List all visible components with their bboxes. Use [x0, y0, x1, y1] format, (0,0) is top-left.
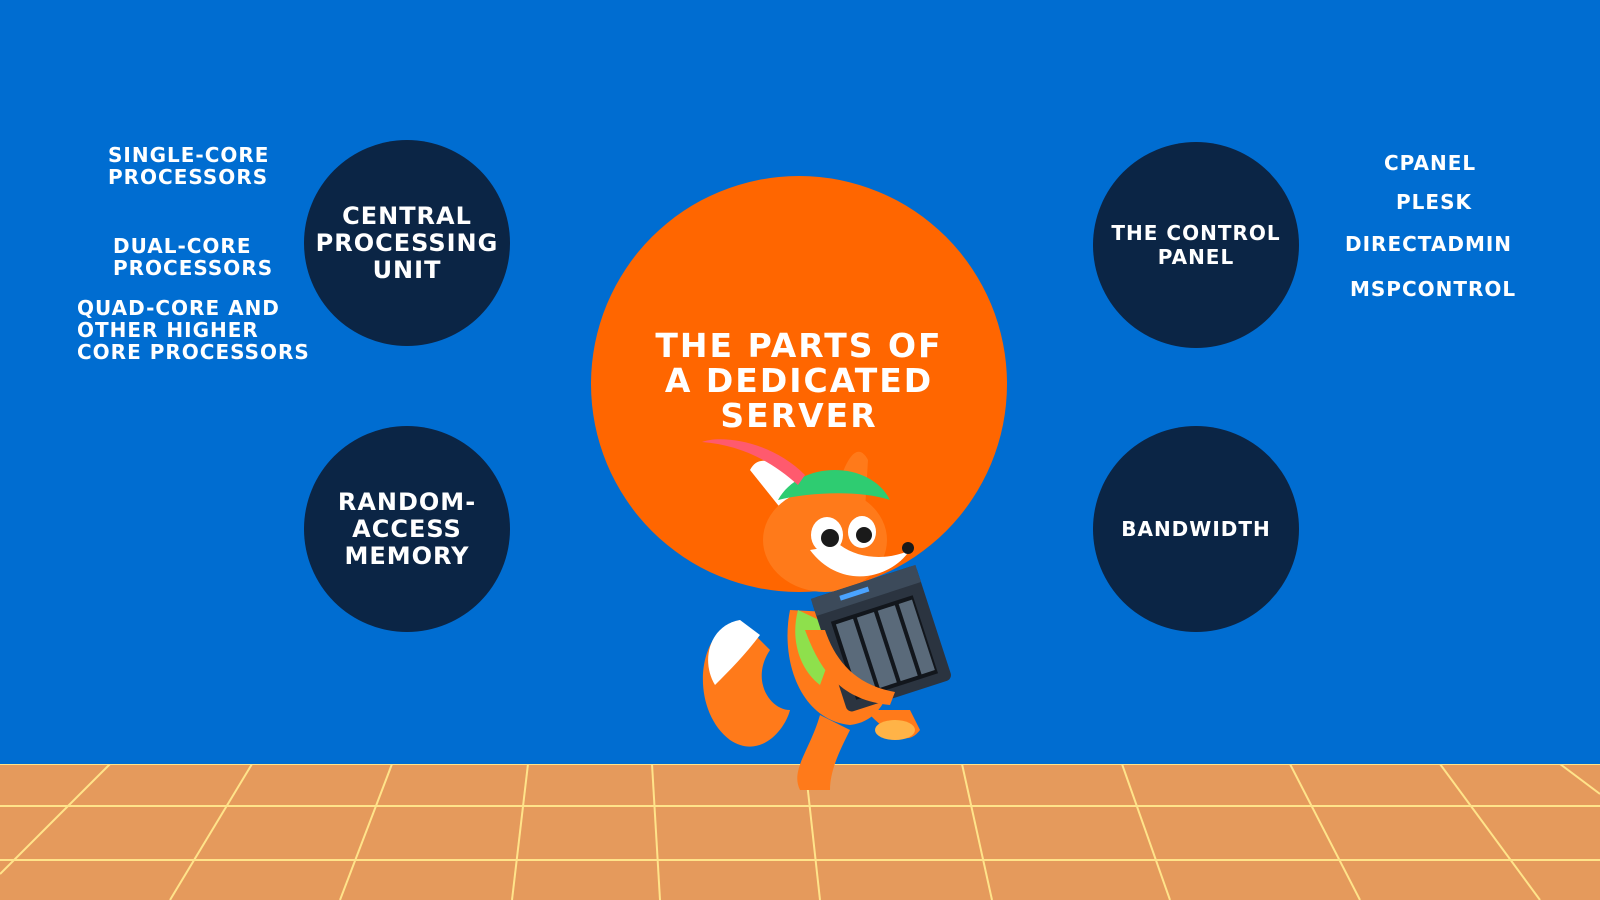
node-bandwidth: BANDWIDTH	[1093, 426, 1299, 632]
fox-mascot-illustration	[702, 439, 951, 790]
node-ram-label: RANDOM- ACCESS MEMORY	[337, 487, 477, 570]
cpu-type-single-core: SINGLE-CORE PROCESSORS	[108, 143, 270, 189]
node-control-panel: THE CONTROL PANEL	[1093, 142, 1299, 348]
node-cpu: CENTRAL PROCESSING UNIT	[304, 140, 510, 346]
control-panel-plesk: PLESK	[1396, 190, 1472, 214]
cpu-type-dual-core: DUAL-CORE PROCESSORS	[113, 234, 274, 280]
cpu-type-quad-core: QUAD-CORE AND OTHER HIGHER CORE PROCESSO…	[77, 296, 310, 364]
hub-title: THE PARTS OF A DEDICATED SERVER	[655, 326, 943, 435]
control-panel-directadmin: DIRECTADMIN	[1345, 232, 1513, 256]
node-control-panel-label: THE CONTROL PANEL	[1111, 221, 1281, 269]
control-panel-cpanel: CPANEL	[1384, 151, 1477, 175]
control-panel-mspcontrol: MSPCONTROL	[1350, 277, 1517, 301]
node-cpu-label: CENTRAL PROCESSING UNIT	[315, 201, 499, 284]
node-ram: RANDOM- ACCESS MEMORY	[304, 426, 510, 632]
node-bandwidth-label: BANDWIDTH	[1121, 517, 1271, 541]
